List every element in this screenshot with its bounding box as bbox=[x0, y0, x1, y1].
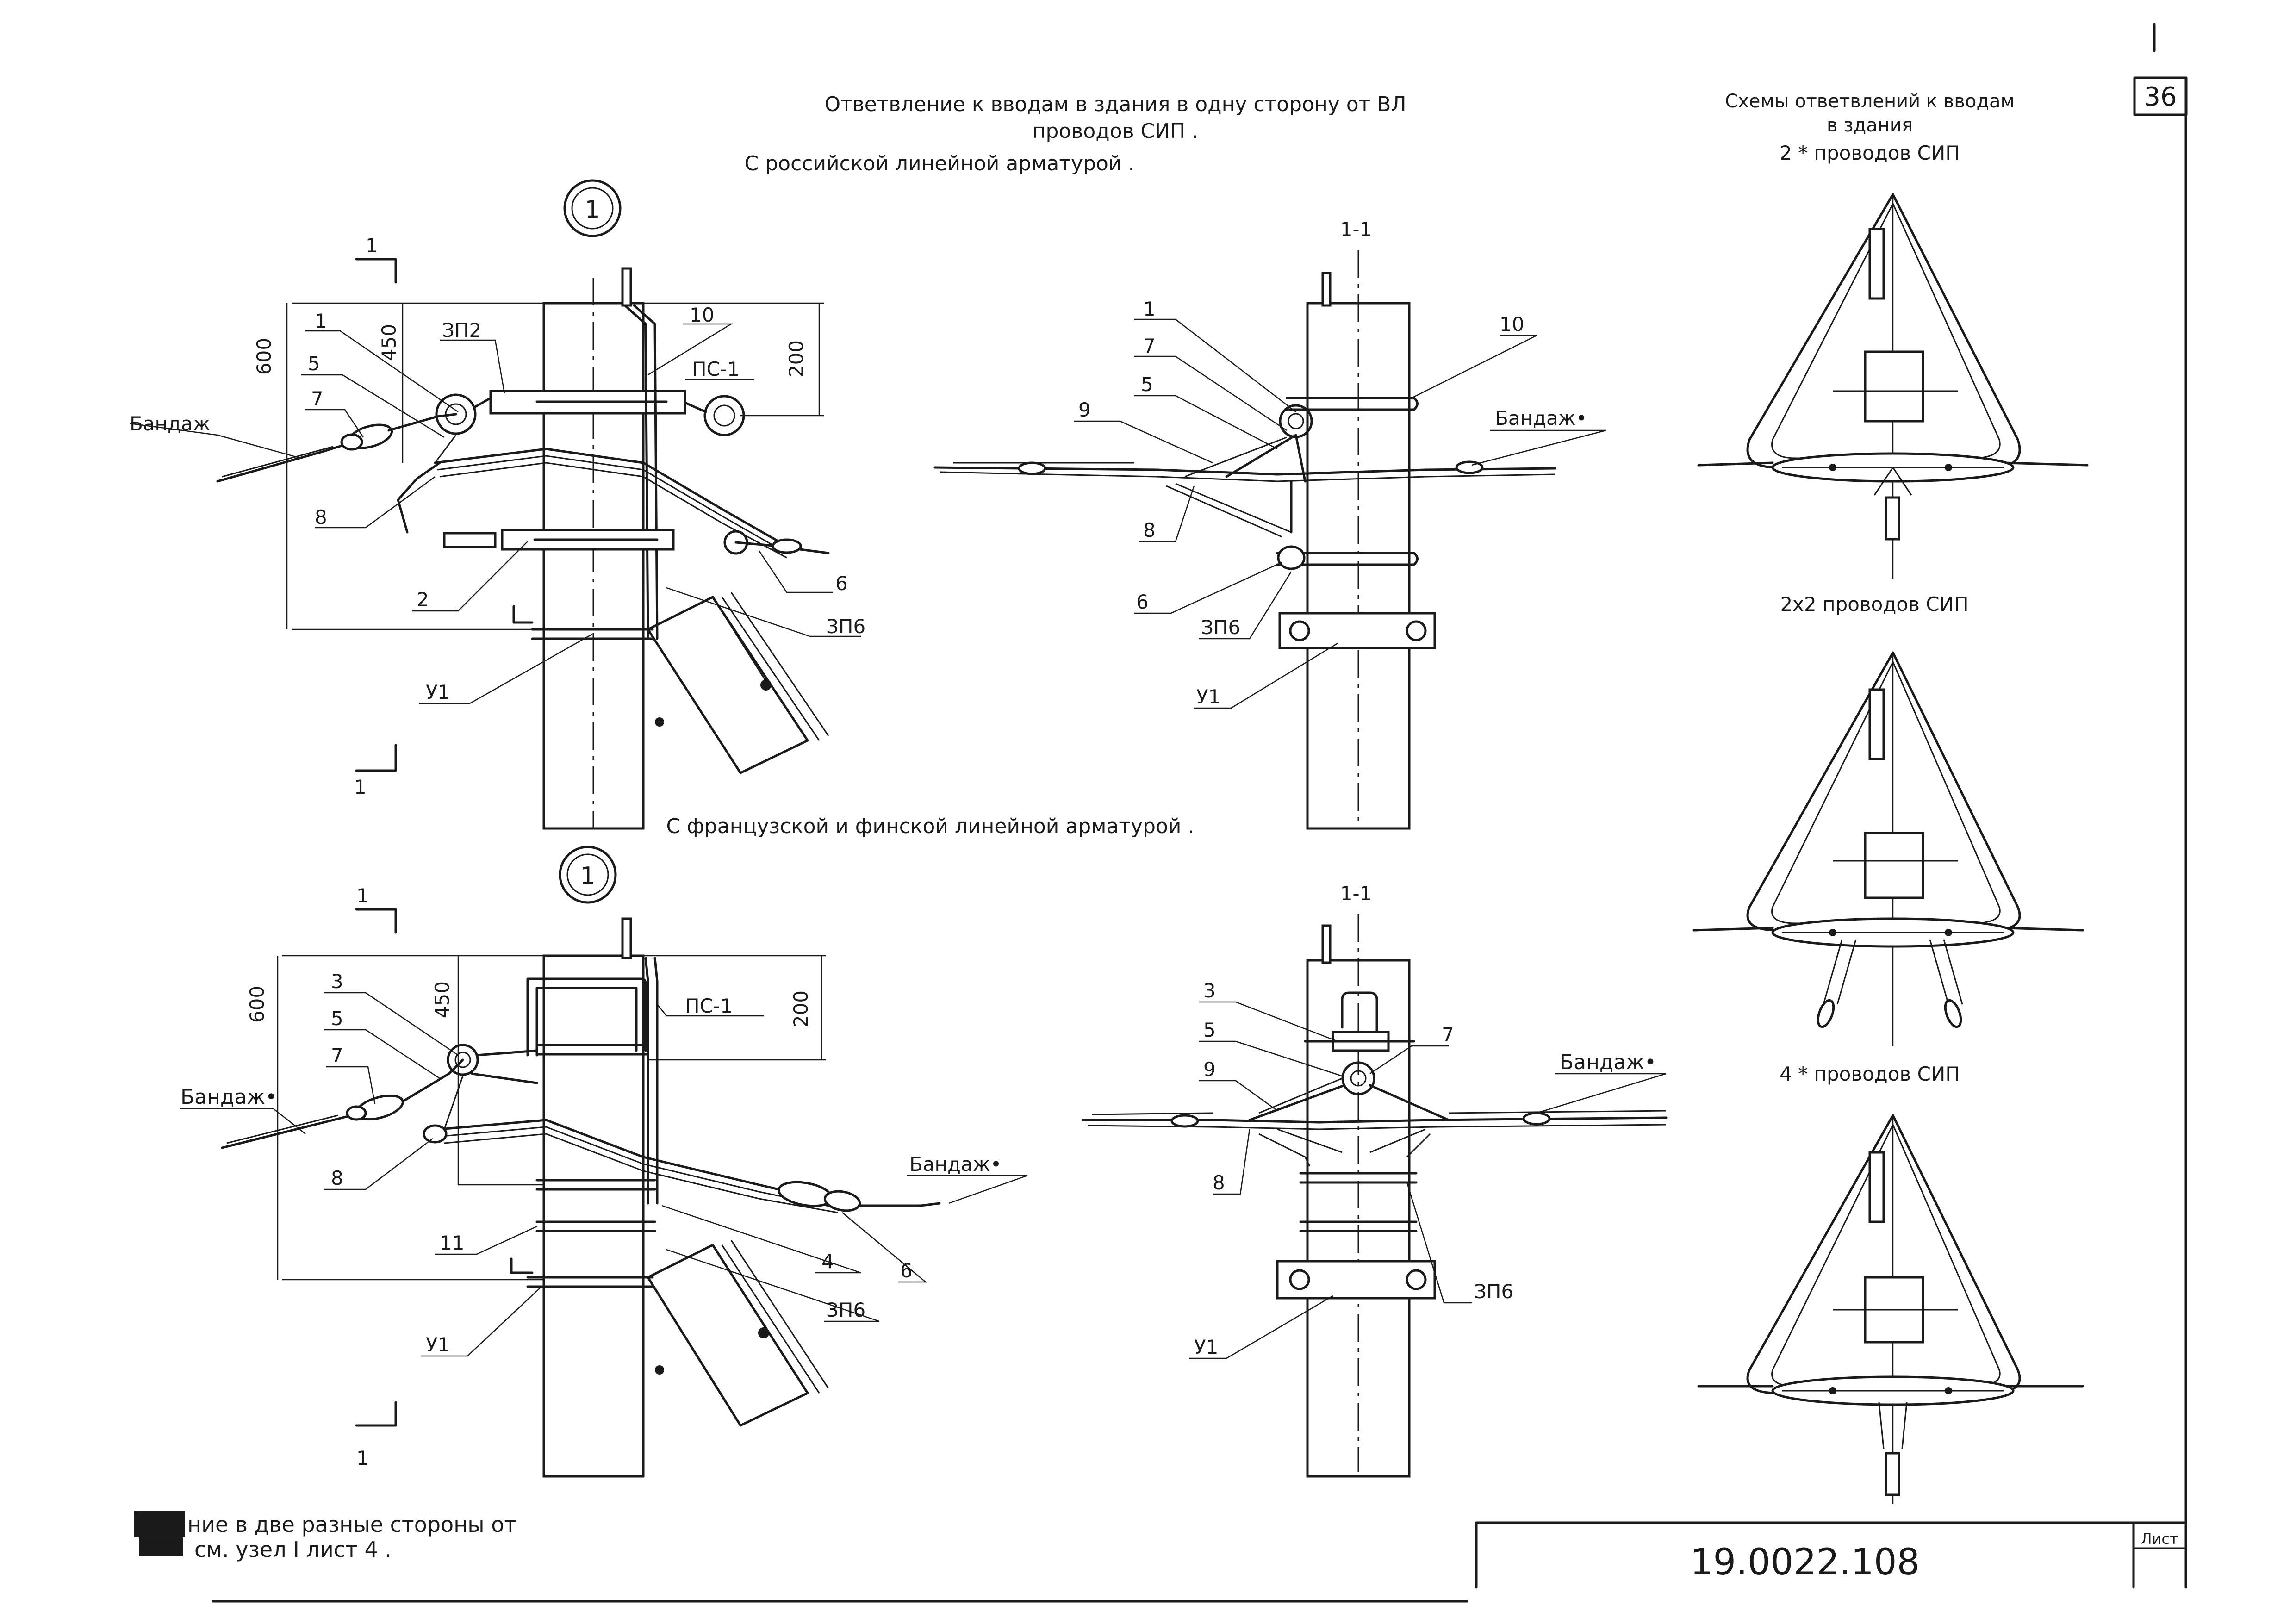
node-marker-top: 1 bbox=[563, 179, 622, 237]
svg-text:11: 11 bbox=[440, 1232, 464, 1254]
svg-text:450: 450 bbox=[431, 981, 454, 1018]
svg-text:200: 200 bbox=[790, 990, 812, 1027]
svg-text:6: 6 bbox=[1136, 591, 1149, 613]
svg-text:6: 6 bbox=[835, 572, 848, 595]
svg-text:ЗП6: ЗП6 bbox=[826, 615, 865, 638]
title-line2: проводов СИП . bbox=[1033, 119, 1198, 143]
svg-text:1: 1 bbox=[354, 776, 367, 798]
svg-text:Бандаж: Бандаж bbox=[130, 412, 211, 435]
subtitle-french: С французской и финской линейной арматур… bbox=[666, 815, 1194, 838]
svg-text:У1: У1 bbox=[1196, 685, 1220, 708]
drawing-russian-section: 1-1 1 7 5 9 bbox=[933, 218, 1606, 830]
svg-text:9: 9 bbox=[1203, 1058, 1216, 1081]
svg-text:ПС-1: ПС-1 bbox=[685, 995, 733, 1017]
svg-text:7: 7 bbox=[331, 1044, 343, 1067]
subtitle-russian: С российской линейной арматурой . bbox=[745, 152, 1135, 175]
svg-text:8: 8 bbox=[1143, 519, 1156, 541]
svg-text:У1: У1 bbox=[1194, 1336, 1218, 1358]
scheme-4-wires bbox=[1697, 1114, 2084, 1504]
svg-text:5: 5 bbox=[1141, 373, 1153, 396]
svg-text:ЗП6: ЗП6 bbox=[1474, 1280, 1513, 1303]
dim-200: 200 bbox=[785, 340, 808, 377]
svg-text:1: 1 bbox=[356, 884, 369, 907]
svg-text:ЗП2: ЗП2 bbox=[442, 319, 481, 342]
svg-text:600: 600 bbox=[246, 986, 268, 1023]
svg-text:9: 9 bbox=[1078, 398, 1091, 421]
svg-text:8: 8 bbox=[315, 506, 327, 529]
node-marker-bottom: 1 bbox=[559, 846, 617, 904]
svg-text:1-1: 1-1 bbox=[1340, 218, 1372, 241]
svg-text:3: 3 bbox=[1203, 979, 1216, 1002]
svg-text:У1: У1 bbox=[426, 681, 450, 703]
svg-text:7: 7 bbox=[1442, 1023, 1454, 1046]
svg-text:1: 1 bbox=[580, 862, 595, 890]
note-line2: см. узел I лист 4 . bbox=[194, 1537, 392, 1562]
dim-600: 600 bbox=[253, 338, 275, 375]
scheme-2-wires bbox=[1697, 193, 2089, 579]
schemes-title-line1: Схемы ответвлений к вводам bbox=[1725, 91, 2014, 112]
bottom-note: ние в две разные стороны от см. узел I л… bbox=[134, 1511, 516, 1562]
svg-text:У1: У1 bbox=[426, 1333, 450, 1356]
svg-text:7: 7 bbox=[1143, 335, 1156, 357]
svg-text:6: 6 bbox=[900, 1259, 913, 1282]
schemes-title-line2: в здания bbox=[1827, 115, 1913, 136]
svg-text:7: 7 bbox=[311, 387, 324, 410]
drawing-french-side: 600 450 200 1 1 3 5 7 Бандаж• 8 ПС-1 Бан… bbox=[180, 884, 1028, 1478]
svg-text:4: 4 bbox=[821, 1250, 834, 1273]
svg-text:3: 3 bbox=[331, 970, 343, 993]
drawing-french-section: 1-1 3 5 7 9 bbox=[1082, 882, 1668, 1478]
svg-text:1: 1 bbox=[356, 1447, 369, 1469]
svg-text:ЗП6: ЗП6 bbox=[1201, 616, 1240, 639]
svg-text:ПС-1: ПС-1 bbox=[692, 358, 740, 380]
svg-text:1: 1 bbox=[315, 310, 327, 332]
svg-text:1: 1 bbox=[366, 234, 378, 257]
svg-text:1: 1 bbox=[585, 196, 600, 224]
svg-text:5: 5 bbox=[331, 1007, 343, 1030]
svg-text:Бандаж•: Бандаж• bbox=[180, 1085, 277, 1109]
scheme1-label: 2 * проводов СИП bbox=[1780, 142, 1960, 164]
svg-text:1-1: 1-1 bbox=[1340, 882, 1372, 905]
drawing-russian-side: 600 450 200 1 1 1 ЗП2 10 ПС-1 5 7 Бандаж… bbox=[129, 234, 865, 830]
svg-text:1: 1 bbox=[1143, 298, 1156, 320]
sheet-number: 36 bbox=[2144, 82, 2177, 112]
sheet-frame: 36 Лист 19.0022.108 bbox=[212, 23, 2188, 1603]
title-line1: Ответвление к вводам в здания в одну сто… bbox=[824, 93, 1406, 116]
svg-text:Бандаж•: Бандаж• bbox=[909, 1153, 1002, 1176]
scheme3-label: 4 * проводов СИП bbox=[1780, 1063, 1960, 1085]
svg-text:5: 5 bbox=[1203, 1019, 1216, 1041]
svg-text:10: 10 bbox=[690, 304, 714, 326]
svg-text:8: 8 bbox=[331, 1167, 343, 1189]
sheet-label: Лист bbox=[2140, 1530, 2178, 1548]
svg-text:2: 2 bbox=[417, 588, 429, 611]
svg-text:5: 5 bbox=[308, 352, 320, 375]
svg-text:8: 8 bbox=[1213, 1171, 1225, 1194]
svg-text:Бандаж•: Бандаж• bbox=[1560, 1051, 1656, 1074]
document-code: 19.0022.108 bbox=[1690, 1542, 1920, 1583]
scheme-2x2-wires bbox=[1692, 651, 2084, 1046]
svg-text:ЗП6: ЗП6 bbox=[826, 1299, 865, 1321]
svg-text:10: 10 bbox=[1500, 313, 1524, 336]
svg-text:Бандаж•: Бандаж• bbox=[1495, 407, 1587, 429]
note-line1: ние в две разные стороны от bbox=[187, 1512, 516, 1537]
sheet-number-box bbox=[2133, 76, 2188, 116]
scheme2-label: 2x2 проводов СИП bbox=[1780, 593, 1968, 616]
dim-450: 450 bbox=[378, 324, 400, 361]
